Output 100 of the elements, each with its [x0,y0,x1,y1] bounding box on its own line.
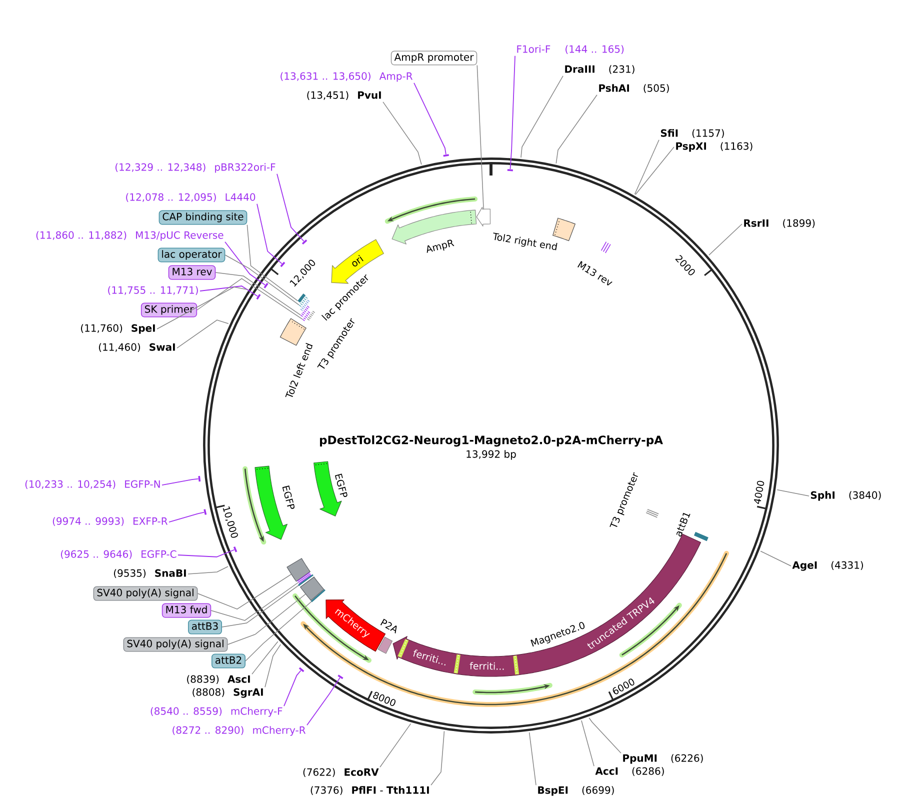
leader-line [227,594,306,645]
leader-line [188,566,228,574]
feature-tag: SK primer [140,302,198,318]
leader-line [156,286,248,330]
node-label: ferriti... [413,650,446,666]
feature-label: Tol2 left end [285,342,313,398]
site-label: (9535) SnaBI [114,569,186,578]
leader-line [476,64,484,210]
site-label: AgeI (4331) [792,561,863,571]
site-label: SphI (3840) [810,491,881,501]
site-label: (11,460) SwaI [98,343,175,352]
leader-line [760,550,792,566]
feature-label: EGFP [334,474,348,498]
primer-mark [204,509,207,515]
feature-tag: attB3 [188,620,222,634]
leader-line [176,320,229,348]
feature-tag: lac operator [158,248,226,262]
primer-mark [302,240,308,245]
feature-tag: attB2 [212,654,246,668]
feature-mark [300,306,310,317]
feature-tag: M13 fwd [162,603,212,618]
primer-mark [233,546,238,552]
feature-mark: M13 rev [578,241,612,286]
site-label: (7376) PflFI - Tth111I [310,786,429,796]
leader-line [588,718,622,754]
leader-line [162,478,199,486]
leader-line [634,140,660,195]
primer-label: (13,631 .. 13,650) Amp-R [280,72,413,82]
leader-line [222,585,299,628]
site-label: RsrII (1899) [744,219,815,228]
primer-label: (8272 .. 8290) mCherry-R [172,726,306,736]
feature-tag: SV40 poly(A) signal [123,637,228,652]
leader-line [520,76,564,158]
feature-box [300,576,324,601]
feature-mark [298,296,308,307]
node-label: ferriti... [470,662,504,670]
primer-label: (8540 .. 8559) mCherry-F [150,707,282,717]
leader-line [382,102,422,165]
site-label: DraIII (231) [565,65,634,74]
leader-line [776,489,810,496]
leader-line [581,720,594,766]
leader-line [276,173,304,242]
site-label: (11,760) SpeI [81,324,155,334]
leader-line [380,723,412,768]
feature-block [476,206,491,226]
site-label: BspEI (6699) [538,786,614,796]
leader-line [210,582,299,621]
primer-mark [443,154,449,157]
feature-label: AmpR [426,240,454,253]
feature-label: attB1 [676,512,690,536]
primer-label: (12,329 .. 12,348) pBR322ori-F [116,163,276,173]
site-label: AccI (6286) [595,767,664,776]
primer-mark [264,282,268,288]
leader-line [168,512,205,522]
sequence-length: 13,992 bp [466,450,516,460]
leader-line [264,644,282,688]
leader-line [510,55,516,170]
leader-line [224,254,300,306]
feature-tag: SV40 poly(A) signal [93,586,198,601]
feature-tag: CAP binding site [158,210,248,225]
leader-line [430,730,445,786]
feature-label: EGFP [282,486,294,509]
leader-line [556,94,598,164]
feature-tag: M13 rev [168,265,216,280]
leader-line [414,82,446,155]
site-label: PshAI (505) [599,84,669,94]
feature-mark [310,589,326,602]
feature-mark [298,294,306,303]
tick-label: 8000 [373,692,396,706]
leader-line [708,224,742,256]
leader-line [178,549,235,558]
leader-line [224,241,266,286]
feature-mark [302,311,310,322]
leader-line [528,732,536,786]
feature-label: Tol2 right end [493,232,558,250]
leader-line [635,146,674,195]
site-label: SfiI (1157) [660,129,724,138]
site-label: PpuMI (6226) [623,754,703,764]
leader-line [197,574,292,610]
site-label: (8839) AscI [187,675,250,684]
feature-tag: AmpR promoter [390,50,478,66]
primer-label: F1ori-F (144 .. 165) [517,45,624,54]
feature-mark [296,572,312,584]
tick-label: 10,000 [222,506,238,538]
leader-line [252,641,278,674]
site-label: (8808) SgrAI [192,688,263,698]
leader-line [246,224,298,302]
primer-mark [256,294,261,300]
primer-label: (11,860 .. 11,882) M13/pUC Reverse [36,231,224,241]
primer-label: (10,233 .. 10,254) EGFP-N [25,480,160,490]
primer-label: (11,755 .. 11,771) [108,286,198,296]
plasmid-name: pDestTol2CG2-Neurog1-Magneto2.0-p2A-mCherry-pA [320,435,663,447]
primer-mark [507,169,513,172]
leader-line [284,670,302,707]
primer-mark [298,667,304,672]
site-label: (13,451) PvuI [307,91,381,100]
tick-label: 4000 [754,480,764,504]
primer-mark [338,674,344,680]
leader-line [245,601,312,662]
leader-line [256,203,282,264]
